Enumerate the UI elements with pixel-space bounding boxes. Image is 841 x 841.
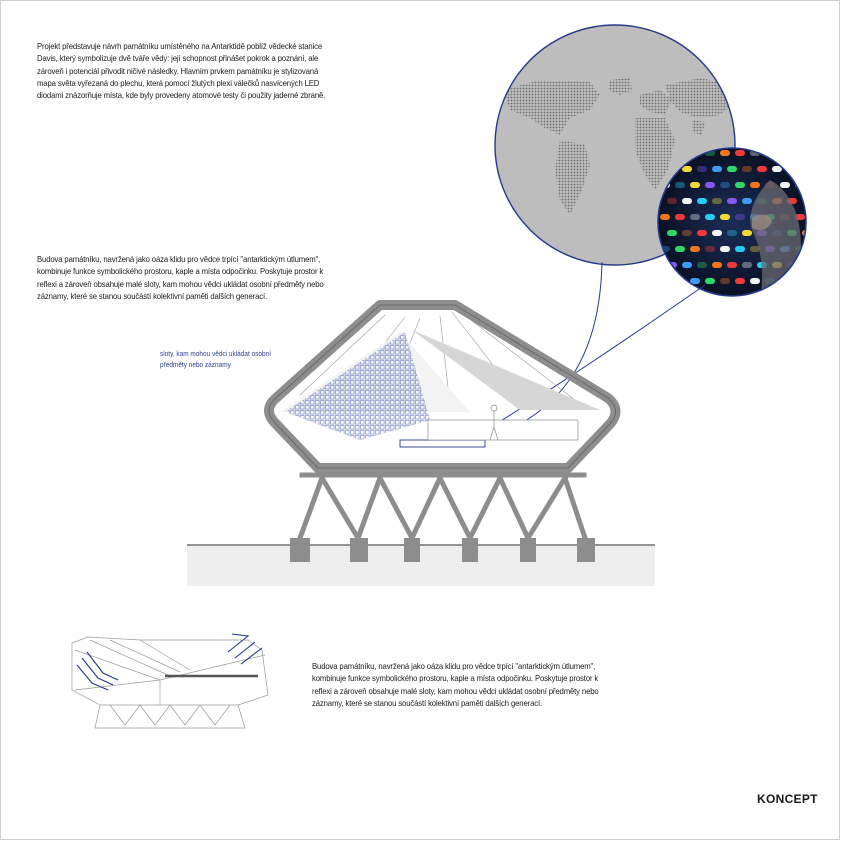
building-paragraph-repeat: Budova památníku, navržená jako oáza kli… [312,661,599,708]
axonometric-sketch [71,633,269,729]
intro-paragraph: Projekt představuje návrh památníku umís… [37,41,326,101]
building-section [187,300,655,586]
building-paragraph: Budova památníku, navržená jako oáza kli… [37,254,324,301]
slots-annotation: sloty, kam mohou vědci ukládat osobní př… [160,349,271,369]
photo-leader-line [469,284,706,441]
page-title: KONCEPT [757,792,818,806]
led-installation-photo [657,147,807,297]
